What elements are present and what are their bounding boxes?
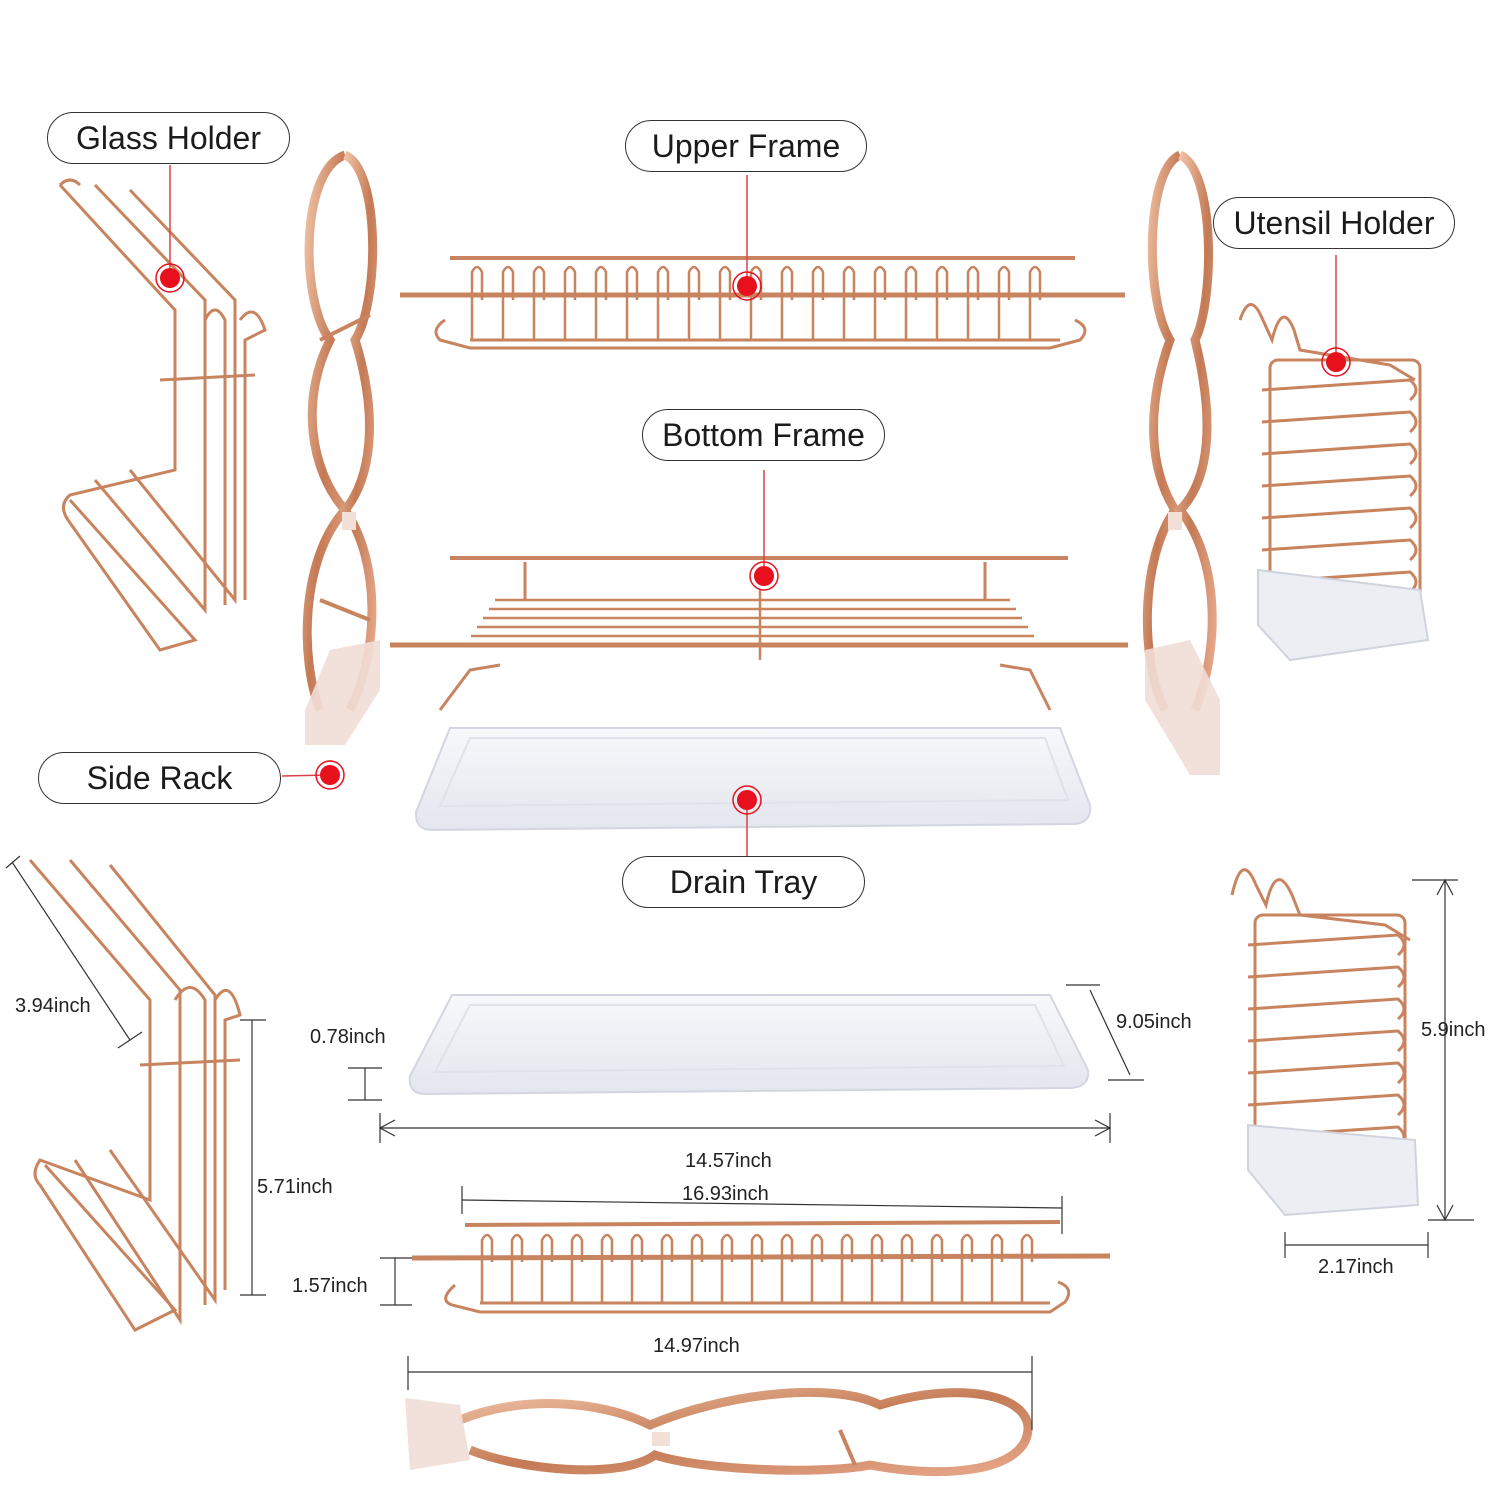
wire-slat xyxy=(780,265,794,340)
wire-ring xyxy=(1261,410,1418,434)
wire-slat xyxy=(930,1233,944,1303)
wire-ring xyxy=(1247,997,1406,1021)
frame-dim-lines xyxy=(380,1186,1063,1306)
dim-utensil-width: 2.17inch xyxy=(1318,1256,1394,1278)
frame-bottom-view xyxy=(411,1220,1111,1314)
drain-tray-top xyxy=(414,727,1092,832)
wire-slat xyxy=(904,265,918,340)
wire-slat xyxy=(750,1233,764,1303)
dim-frame-height: 1.57inch xyxy=(292,1275,368,1297)
dim-tray-length: 14.57inch xyxy=(685,1150,772,1172)
label-side-rack: Side Rack xyxy=(38,752,281,804)
wire-slat xyxy=(780,1233,794,1303)
wire-slat xyxy=(960,1233,974,1303)
wire-slat xyxy=(630,1233,644,1303)
wire-slat xyxy=(935,265,949,340)
wire-slat xyxy=(690,1233,704,1303)
wire-slat xyxy=(660,1233,674,1303)
wire-slat xyxy=(563,265,577,340)
wire-slat xyxy=(873,265,887,340)
tray-dim-lines xyxy=(348,984,1144,1143)
wire-ring xyxy=(1247,965,1406,989)
wire-slat xyxy=(900,1233,914,1303)
wire-slat xyxy=(990,1233,1004,1303)
wire-slat xyxy=(720,1233,734,1303)
side-rack-marker xyxy=(320,765,340,785)
wire-slat xyxy=(810,1233,824,1303)
utensil-holder-bottom xyxy=(1230,868,1420,1217)
drain-tray-bottom xyxy=(408,994,1090,1096)
dim-side-rack-length: 14.97inch xyxy=(653,1335,740,1357)
wire-ring xyxy=(1261,506,1418,530)
wire-slat xyxy=(1020,1233,1034,1303)
wire-ring xyxy=(1261,442,1418,466)
wire-slat xyxy=(1028,265,1042,340)
side-rack-bottom xyxy=(405,1387,1033,1477)
dim-glass-holder-height: 5.71inch xyxy=(257,1176,333,1198)
wire-slat xyxy=(600,1233,614,1303)
side-rack-right xyxy=(1142,150,1220,775)
label-drain-tray: Drain Tray xyxy=(622,856,865,908)
marker-dots xyxy=(160,268,1346,810)
wire-slat xyxy=(870,1233,884,1303)
label-bottom-frame: Bottom Frame xyxy=(642,409,885,461)
wire-slat xyxy=(966,265,980,340)
drain-tray-marker xyxy=(737,790,757,810)
dim-glass-holder-depth: 3.94inch xyxy=(15,995,91,1017)
dim-frame-length: 16.93inch xyxy=(682,1183,769,1205)
dim-utensil-height: 5.9inch xyxy=(1421,1019,1486,1041)
label-glass-holder: Glass Holder xyxy=(47,112,290,164)
wire-ring xyxy=(1247,1061,1406,1085)
wire-ring xyxy=(1261,474,1418,498)
wire-ring xyxy=(1247,1093,1406,1117)
wire-slat xyxy=(570,1233,584,1303)
side-rack-dim-lines xyxy=(407,1356,1033,1430)
wire-slat xyxy=(718,265,732,340)
dim-tray-depth: 9.05inch xyxy=(1116,1011,1192,1033)
glass-holder-bottom xyxy=(28,859,242,1332)
upper-frame xyxy=(400,256,1125,350)
utensil-dim-lines xyxy=(1284,878,1474,1258)
wire-slat xyxy=(594,265,608,340)
glass-holder-marker xyxy=(160,268,180,288)
wire-slat xyxy=(842,265,856,340)
wire-slat xyxy=(501,265,515,340)
wire-slat xyxy=(480,1233,494,1303)
wire-ring xyxy=(1247,933,1406,957)
glass-holder-dim-lines xyxy=(5,855,266,1296)
wire-slat xyxy=(687,265,701,340)
utensil-holder-marker xyxy=(1326,352,1346,372)
wire-ring xyxy=(1261,378,1418,402)
label-upper-frame: Upper Frame xyxy=(625,120,867,172)
wire-slat xyxy=(540,1233,554,1303)
wire-slat xyxy=(997,265,1011,340)
bottom-frame-marker xyxy=(754,566,774,586)
wire-slat xyxy=(811,265,825,340)
wire-ring xyxy=(1261,538,1418,562)
wire-slat xyxy=(625,265,639,340)
glass-holder-top xyxy=(58,178,267,652)
side-rack-left xyxy=(302,150,380,745)
wire-slat xyxy=(470,265,484,340)
utensil-holder-top xyxy=(1238,303,1430,662)
wire-slat xyxy=(656,265,670,340)
bottom-frame xyxy=(390,556,1128,711)
wire-slat xyxy=(532,265,546,340)
upper-frame-marker xyxy=(737,276,757,296)
wire-slat xyxy=(840,1233,854,1303)
label-utensil-holder: Utensil Holder xyxy=(1213,197,1455,249)
wire-ring xyxy=(1247,1029,1406,1053)
marker-rings xyxy=(155,263,1351,815)
dim-tray-height: 0.78inch xyxy=(310,1026,386,1048)
wire-slat xyxy=(510,1233,524,1303)
